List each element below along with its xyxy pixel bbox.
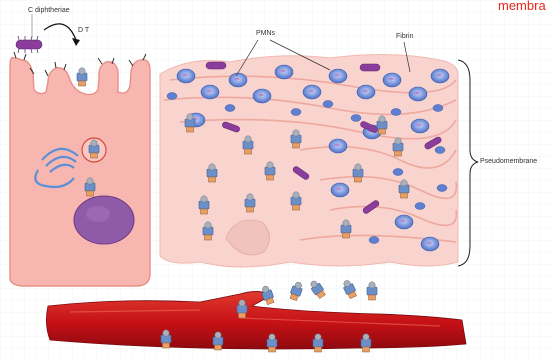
corner-title-fragment: membra <box>498 0 546 13</box>
epithelial-cell <box>10 58 150 286</box>
label-pmns: PMNs <box>256 30 275 37</box>
label-fibrin: Fibrin <box>396 33 414 40</box>
label-diphtheria-toxin: D T <box>78 27 89 34</box>
label-pseudomembrane: Pseudomembrane <box>480 158 537 165</box>
label-c-diphtheriae: C diphtheriae <box>28 7 70 14</box>
